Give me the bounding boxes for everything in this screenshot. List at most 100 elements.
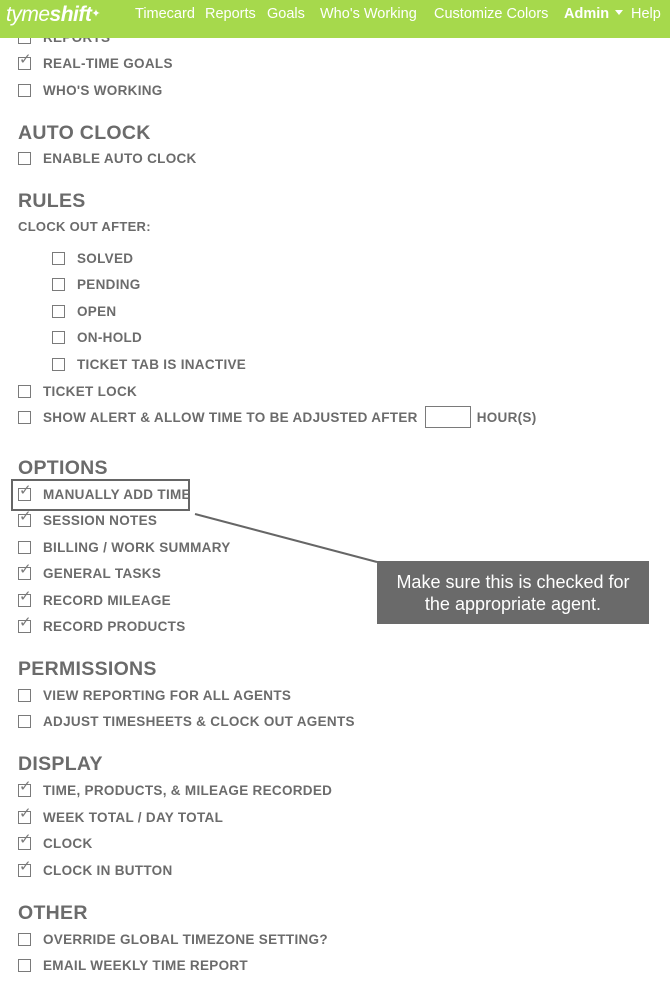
checkbox-solved[interactable]: ✓ (52, 251, 65, 265)
checkbox-time-products-mileage[interactable]: ✓ (18, 779, 32, 797)
checkbox-record-products[interactable]: ✓ (18, 615, 32, 633)
setting-row-general-tasks: ✓ GENERAL TASKS (18, 562, 162, 583)
check-mark-icon: ✓ (19, 857, 32, 875)
check-mark-icon: ✓ (19, 613, 32, 631)
checkbox-override-timezone[interactable]: ✓ (18, 932, 31, 946)
setting-row-week-day-total: ✓ WEEK TOTAL / DAY TOTAL (18, 806, 224, 827)
setting-label: ENABLE AUTO CLOCK (43, 150, 197, 166)
setting-row-whos-working: ✓ WHO'S WORKING (18, 80, 163, 100)
setting-label: OVERRIDE GLOBAL TIMEZONE SETTING? (43, 931, 328, 947)
setting-row-session-notes: ✓ SESSION NOTES (18, 509, 158, 530)
checkbox-manually-add-time[interactable]: ✓ (18, 483, 32, 501)
alert-hours-input[interactable] (424, 406, 471, 428)
setting-label: MANUALLY ADD TIME (43, 486, 191, 502)
setting-row-on-hold: ✓ ON-HOLD (52, 327, 142, 347)
section-heading-options: OPTIONS (18, 457, 108, 479)
setting-row-record-mileage: ✓ RECORD MILEAGE (18, 589, 171, 610)
checkbox-ticket-lock[interactable]: ✓ (18, 384, 31, 398)
nav-admin-label: Admin (564, 6, 610, 22)
nav-link-customize-colors[interactable]: Customize Colors (434, 6, 549, 22)
checkbox-whos-working[interactable]: ✓ (18, 83, 31, 97)
setting-row-billing-work-summary: ✓ BILLING / WORK SUMMARY (18, 537, 231, 557)
checkbox-clock[interactable]: ✓ (18, 832, 32, 850)
checkbox-general-tasks[interactable]: ✓ (18, 562, 32, 580)
section-heading-rules: RULES (18, 190, 86, 212)
setting-label: VIEW REPORTING FOR ALL AGENTS (43, 687, 292, 703)
setting-label: TICKET TAB IS INACTIVE (77, 356, 247, 372)
logo-star-icon: ✦ (91, 8, 101, 20)
setting-label: CLOCK IN BUTTON (43, 862, 173, 878)
check-mark-icon: ✓ (19, 804, 32, 822)
setting-row-view-reporting: ✓ VIEW REPORTING FOR ALL AGENTS (18, 685, 291, 705)
setting-row-ticket-tab-inactive: ✓ TICKET TAB IS INACTIVE (52, 354, 246, 374)
checkbox-ticket-tab-inactive[interactable]: ✓ (52, 357, 65, 371)
checkbox-record-mileage[interactable]: ✓ (18, 589, 32, 607)
checkbox-pending[interactable]: ✓ (52, 277, 65, 291)
checkbox-adjust-timesheets[interactable]: ✓ (18, 714, 31, 728)
setting-row-real-time-goals: ✓ REAL-TIME GOALS (18, 52, 173, 73)
nav-link-timecard[interactable]: Timecard (135, 6, 195, 22)
check-mark-icon: ✓ (19, 507, 32, 525)
setting-label: EMAIL WEEKLY TIME REPORT (43, 957, 248, 973)
setting-row-pending: ✓ PENDING (52, 274, 141, 294)
setting-label: SESSION NOTES (43, 512, 158, 528)
check-mark-icon: ✓ (19, 50, 32, 68)
checkbox-email-weekly-report[interactable]: ✓ (18, 958, 31, 972)
setting-row-manually-add-time: ✓ MANUALLY ADD TIME (18, 483, 191, 504)
checkbox-on-hold[interactable]: ✓ (52, 330, 65, 344)
setting-label: RECORD MILEAGE (43, 592, 171, 608)
callout-tooltip: Make sure this is checked for the approp… (377, 561, 649, 624)
setting-row-adjust-timesheets: ✓ ADJUST TIMESHEETS & CLOCK OUT AGENTS (18, 711, 355, 731)
checkbox-session-notes[interactable]: ✓ (18, 509, 32, 527)
section-heading-auto-clock: AUTO CLOCK (18, 122, 151, 144)
caret-down-icon (615, 9, 624, 15)
logo-thin-text: tyme (6, 3, 50, 26)
logo-bold-text: shift (49, 3, 92, 26)
hours-unit-label: HOUR(S) (476, 409, 537, 425)
check-mark-icon: ✓ (19, 481, 32, 499)
checkbox-show-alert[interactable]: ✓ (18, 410, 31, 424)
setting-row-clock: ✓ CLOCK (18, 832, 93, 853)
nav-link-goals[interactable]: Goals (267, 6, 305, 22)
check-mark-icon: ✓ (19, 777, 32, 795)
nav-link-reports[interactable]: Reports (205, 6, 256, 22)
setting-row-clock-in-button: ✓ CLOCK IN BUTTON (18, 859, 173, 880)
checkbox-real-time-goals[interactable]: ✓ (18, 52, 32, 70)
setting-row-time-products-mileage: ✓ TIME, PRODUCTS, & MILEAGE RECORDED (18, 779, 333, 800)
section-heading-other: OTHER (18, 902, 88, 924)
check-mark-icon: ✓ (19, 830, 32, 848)
setting-row-open: ✓ OPEN (52, 301, 116, 321)
setting-row-solved: ✓ SOLVED (52, 248, 133, 268)
setting-label: CLOCK (43, 835, 93, 851)
setting-row-record-products: ✓ RECORD PRODUCTS (18, 615, 186, 636)
setting-label: TICKET LOCK (43, 383, 138, 399)
setting-label: SOLVED (77, 250, 134, 266)
nav-link-whos-working[interactable]: Who's Working (320, 6, 417, 22)
checkbox-view-reporting[interactable]: ✓ (18, 688, 31, 702)
section-heading-permissions: PERMISSIONS (18, 658, 157, 680)
setting-label: PENDING (77, 276, 141, 292)
setting-row-show-alert: ✓ SHOW ALERT & ALLOW TIME TO BE ADJUSTED… (18, 405, 537, 429)
callout-line-1: Make sure this is checked for (396, 572, 630, 592)
check-mark-icon: ✓ (19, 560, 32, 578)
setting-label: REAL-TIME GOALS (43, 55, 173, 71)
top-navbar: tymeshift✦ Timecard Reports Goals Who's … (0, 0, 670, 38)
check-mark-icon: ✓ (19, 587, 32, 605)
nav-admin-menu[interactable]: Admin (564, 5, 624, 23)
checkbox-enable-auto-clock[interactable]: ✓ (18, 151, 31, 165)
setting-label: ON-HOLD (77, 329, 143, 345)
setting-label: RECORD PRODUCTS (43, 618, 186, 634)
clock-out-after-label: CLOCK OUT AFTER: (18, 219, 151, 234)
checkbox-open[interactable]: ✓ (52, 304, 65, 318)
setting-label: WHO'S WORKING (43, 82, 163, 98)
tymeshift-logo[interactable]: tymeshift✦ (6, 2, 101, 28)
checkbox-billing-work-summary[interactable]: ✓ (18, 540, 31, 554)
section-heading-display: DISPLAY (18, 753, 103, 775)
setting-label: GENERAL TASKS (43, 565, 162, 581)
setting-label: ADJUST TIMESHEETS & CLOCK OUT AGENTS (43, 713, 355, 729)
setting-label: WEEK TOTAL / DAY TOTAL (43, 809, 224, 825)
nav-link-help[interactable]: Help (631, 6, 661, 22)
setting-label: TIME, PRODUCTS, & MILEAGE RECORDED (43, 782, 333, 798)
checkbox-clock-in-button[interactable]: ✓ (18, 859, 32, 877)
checkbox-week-day-total[interactable]: ✓ (18, 806, 32, 824)
